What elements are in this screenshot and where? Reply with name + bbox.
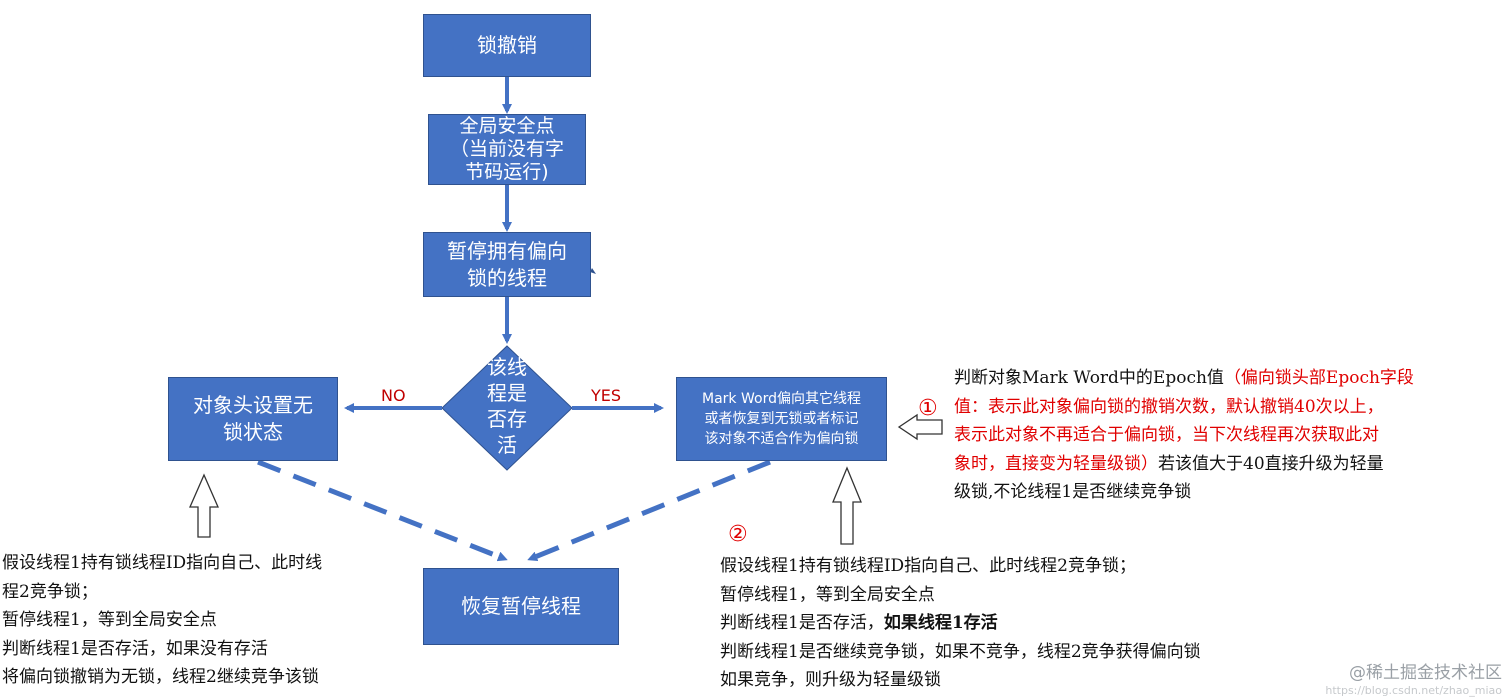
watermark-url: https://blog.csdn.net/zhao_miao xyxy=(1325,684,1502,697)
no-label: NO xyxy=(381,386,406,405)
epoch-note-line-3: 表示此对象不再适合于偏向锁，当下次线程再次获取此对 xyxy=(954,425,1379,445)
epoch-note: 判断对象Mark Word中的Epoch值（偏向锁头部Epoch字段 值：表示此… xyxy=(954,364,1414,507)
decision-diamond xyxy=(441,345,573,471)
safepoint-box: 全局安全点 （当前没有字 节码运行) xyxy=(428,114,586,185)
watermark-brand: @稀土掘金技术社区 xyxy=(1349,663,1502,683)
hollow-left-arrow xyxy=(897,413,943,441)
rebias-label: Mark Word偏向其它线程 或者恢复到无锁或者标记 该对象不适合作为偏向锁 xyxy=(702,390,861,448)
dead-thread-note-line-3: 暂停线程1，等到全局安全点 xyxy=(2,610,217,630)
epoch-note-line-2: 值：表示此对象偏向锁的撤销次数，默认撤销40次以上， xyxy=(954,396,1384,417)
alive-thread-note: 假设线程1持有锁线程ID指向自己、此时线程2竞争锁； 暂停线程1，等到全局安全点… xyxy=(720,552,1201,695)
epoch-note-line-1: 判断对象Mark Word中的Epoch值（偏向锁头部Epoch字段 xyxy=(954,368,1414,388)
epoch-note-line-5: 级锁,不论线程1是否继续竞争锁 xyxy=(954,482,1192,502)
dead-thread-note: 假设线程1持有锁线程ID指向自己、此时线 程2竞争锁； 暂停线程1，等到全局安全… xyxy=(2,549,322,692)
rebias-box: Mark Word偏向其它线程 或者恢复到无锁或者标记 该对象不适合作为偏向锁 xyxy=(676,377,887,461)
epoch-note-line-4: 象时，直接变为轻量级锁）若该值大于40直接升级为轻量 xyxy=(954,453,1384,474)
dead-thread-note-line-4: 判断线程1是否存活，如果没有存活 xyxy=(2,638,268,659)
alive-thread-note-line-1: 假设线程1持有锁线程ID指向自己、此时线程2竞争锁； xyxy=(720,556,1136,576)
alive-thread-note-line-2: 暂停线程1，等到全局安全点 xyxy=(720,584,935,605)
alive-thread-note-line-3: 判断线程1是否存活，如果线程1存活 xyxy=(720,613,998,633)
pause-thread-label: 暂停拥有偏向 锁的线程 xyxy=(447,238,567,290)
safepoint-label: 全局安全点 （当前没有字 节码运行) xyxy=(449,115,564,183)
revoke-label: 锁撤销 xyxy=(477,33,537,57)
yes-label: YES xyxy=(591,386,622,405)
dashed-arrow-from-yes-box xyxy=(527,459,771,562)
dead-thread-note-line-5: 将偏向锁撤销为无锁，线程2继续竞争该锁 xyxy=(2,667,319,687)
pause-thread-box: 暂停拥有偏向 锁的线程 xyxy=(423,232,591,297)
dashed-arrow-from-no-box xyxy=(257,459,508,562)
marker-1: ① xyxy=(918,396,938,421)
dead-thread-note-line-1: 假设线程1持有锁线程ID指向自己、此时线 xyxy=(2,553,323,573)
resume-label: 恢复暂停线程 xyxy=(461,594,581,618)
alive-thread-note-line-4: 判断线程1是否继续竞争锁，如果不竞争，线程2竞争获得偏向锁 xyxy=(720,641,1201,662)
dead-thread-note-line-2: 程2竞争锁； xyxy=(2,581,98,602)
marker-2: ② xyxy=(728,522,748,547)
hollow-up-arrow-right xyxy=(832,466,862,545)
decision-label: 该线 程是 否存 活 xyxy=(487,355,527,457)
hollow-up-arrow-left xyxy=(189,473,219,538)
alive-thread-note-line-5: 如果竞争，则升级为轻量级锁 xyxy=(720,670,941,690)
stray-mark xyxy=(590,268,596,274)
no-lock-label: 对象头设置无 锁状态 xyxy=(193,393,313,444)
resume-box: 恢复暂停线程 xyxy=(423,568,619,645)
no-lock-box: 对象头设置无 锁状态 xyxy=(168,377,338,461)
revoke-box: 锁撤销 xyxy=(423,14,591,77)
